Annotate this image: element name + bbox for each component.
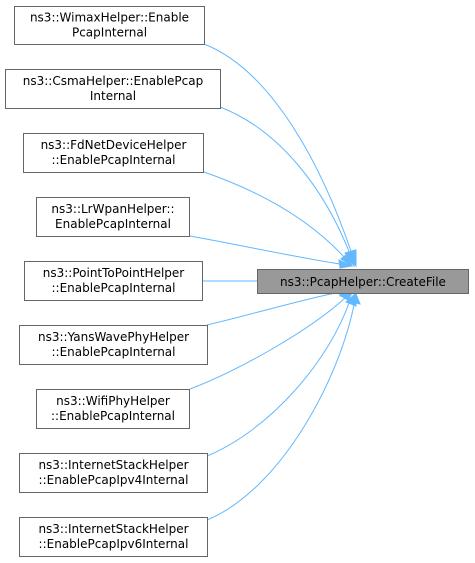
caller-node-fdnet[interactable]: ns3::FdNetDeviceHelper ::EnablePcapInter… (23, 133, 204, 173)
caller-node-csma[interactable]: ns3::CsmaHelper::EnablePcap Internal (5, 69, 221, 109)
arrowhead-ipv6 (349, 292, 361, 305)
node-label-line-2: PcapInternal (72, 26, 147, 40)
edge-lrwpan (189, 235, 341, 265)
arrowhead-wifiphy (339, 292, 354, 301)
target-node-label: ns3::PcapHelper::CreateFile (280, 275, 446, 289)
node-label-line-1: ns3::InternetStackHelper (38, 458, 188, 472)
node-label-line-2: EnablePcapInternal (55, 217, 171, 231)
caller-nodes: ns3::WimaxHelper::Enable PcapInternal ns… (5, 6, 221, 557)
caller-node-lrwpan[interactable]: ns3::LrWpanHelper:: EnablePcapInternal (36, 197, 190, 237)
node-label-line-1: ns3::WimaxHelper::Enable (30, 11, 189, 25)
node-label-line-2: ::EnablePcapInternal (51, 281, 175, 295)
node-label-line-2: Internal (90, 89, 136, 103)
node-label-line-2: ::EnablePcapIpv6Internal (39, 537, 189, 551)
node-label-line-2: ::EnablePcapInternal (51, 345, 175, 359)
arrowhead-lrwpan (338, 259, 353, 269)
node-label-line-2: ::EnablePcapIpv4Internal (39, 473, 189, 487)
node-label-line-2: ::EnablePcapInternal (51, 409, 175, 423)
target-node-createfile[interactable]: ns3::PcapHelper::CreateFile (257, 269, 469, 294)
caller-node-internetstack-ipv6[interactable]: ns3::InternetStackHelper ::EnablePcapIpv… (19, 517, 208, 557)
edge-ipv6 (206, 299, 356, 521)
node-label-line-1: ns3::YansWavePhyHelper (38, 330, 189, 344)
node-label-line-1: ns3::InternetStackHelper (38, 522, 188, 536)
node-label-line-1: ns3::PointToPointHelper (43, 266, 185, 280)
caller-node-wimax[interactable]: ns3::WimaxHelper::Enable PcapInternal (14, 6, 205, 45)
node-label-line-1: ns3::FdNetDeviceHelper (41, 138, 187, 152)
caller-node-yanswave[interactable]: ns3::YansWavePhyHelper ::EnablePcapInter… (19, 325, 208, 365)
arrowhead-fdnet (340, 253, 354, 268)
node-label-line-1: ns3::WifiPhyHelper (56, 394, 170, 408)
edge-wimax (203, 43, 353, 255)
edge-fdnet (203, 171, 346, 259)
edge-yanswave (206, 291, 341, 326)
node-label-line-1: ns3::LrWpanHelper:: (51, 202, 174, 216)
caller-node-internetstack-ipv4[interactable]: ns3::InternetStackHelper ::EnablePcapIpv… (19, 453, 208, 493)
edge-ipv4 (206, 299, 351, 457)
caller-node-wifiphy[interactable]: ns3::WifiPhyHelper ::EnablePcapInternal (36, 389, 190, 429)
caller-node-pointtopoint[interactable]: ns3::PointToPointHelper ::EnablePcapInte… (24, 261, 203, 301)
node-label-line-2: ::EnablePcapInternal (51, 153, 175, 167)
node-label-line-1: ns3::CsmaHelper::EnablePcap (23, 74, 203, 88)
edge-wifiphy (189, 297, 346, 390)
graph-edges (189, 43, 361, 521)
edge-csma (219, 106, 351, 255)
